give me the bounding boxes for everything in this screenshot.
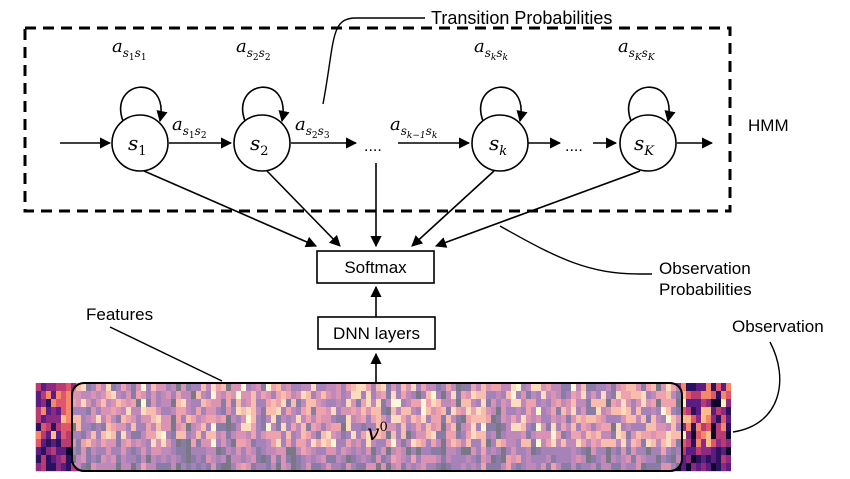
- features-label: Features: [86, 305, 153, 324]
- features-callout-line: [109, 326, 223, 382]
- self-loop-label-1: as1s1: [112, 36, 147, 63]
- emission-arrow-2: [266, 170, 341, 247]
- self-loop-label-k: asksk: [474, 36, 508, 63]
- observation-label: Observation: [732, 317, 824, 336]
- svg-text:s2: s2: [250, 131, 269, 159]
- softmax-label: Softmax: [344, 258, 407, 277]
- state-1: s1: [111, 114, 169, 172]
- transition-label-1-2: as1s2: [172, 114, 207, 141]
- observation-probabilities-label: Observation Probabilities: [659, 259, 755, 299]
- hmm-box: [23, 26, 732, 213]
- ellipsis-right: ....: [565, 138, 583, 155]
- state-K: sK: [619, 114, 677, 172]
- dnn-layers-label: DNN layers: [333, 324, 420, 343]
- observation-callout-line: [732, 341, 781, 433]
- emission-arrow-k: [411, 170, 495, 247]
- state-2: s2: [233, 114, 291, 172]
- svg-text:sK: sK: [634, 131, 655, 159]
- features-window: [71, 382, 683, 472]
- emission-arrow-1: [143, 170, 318, 248]
- self-loop-1: [120, 86, 168, 123]
- svg-text:sk: sk: [489, 131, 507, 159]
- self-loop-K: [628, 86, 676, 123]
- state-k: sk: [471, 114, 529, 172]
- self-loop-2: [242, 86, 290, 123]
- ellipsis-left: ....: [364, 138, 382, 155]
- softmax-box: Softmax: [316, 250, 435, 284]
- observation-prob-callout-line: [499, 225, 652, 275]
- dnn-layers-box: DNN layers: [317, 316, 436, 350]
- transition-label-2-3: as2s3: [295, 114, 330, 141]
- self-loop-label-2: as2s2: [236, 36, 271, 63]
- transition-label-to-k: ask−1sk: [390, 114, 437, 141]
- input-vector-label: v0: [367, 420, 388, 446]
- hmm-label: HMM: [748, 116, 789, 135]
- transition-callout-line: [322, 17, 425, 105]
- emission-arrow-K: [434, 170, 641, 248]
- svg-text:s1: s1: [128, 131, 147, 159]
- self-loop-k: [480, 86, 528, 123]
- spectrogram: [36, 383, 731, 471]
- self-loop-label-K: asKsK: [618, 36, 656, 63]
- transition-probabilities-label: Transition Probabilities: [431, 8, 612, 28]
